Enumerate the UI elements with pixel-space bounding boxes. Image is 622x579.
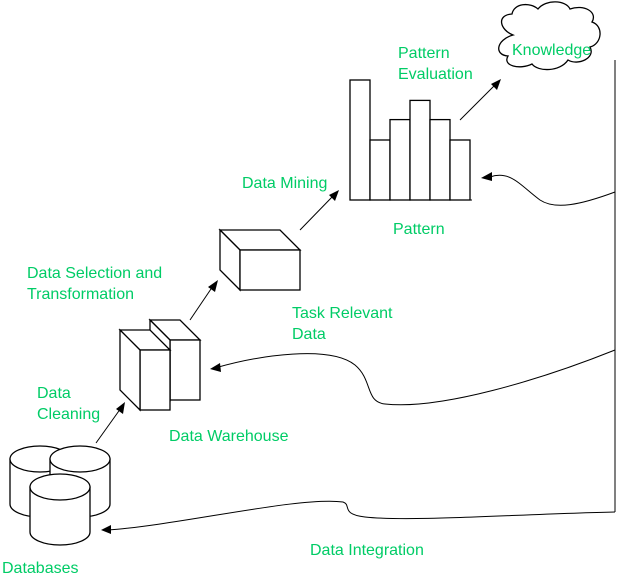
label-data-cleaning-line2: Cleaning	[37, 406, 101, 423]
label-data-selection-line1: Data Selection and	[27, 265, 163, 282]
pattern-bar	[369, 139, 391, 201]
label-data-selection: Data Selection and Transformation	[27, 263, 162, 305]
bar-pattern-icon	[349, 79, 471, 201]
arrow-feedback-pattern	[481, 172, 616, 206]
arrow-data-cleaning	[95, 402, 125, 444]
arrow-feedback-warehouse	[210, 349, 616, 406]
label-data-cleaning-line1: Data	[37, 385, 71, 402]
cube-icon	[218, 228, 302, 292]
label-data-integration: Data Integration	[310, 542, 424, 559]
label-task-relevant-data-line2: Data	[292, 326, 326, 343]
pattern-bar	[389, 118, 411, 201]
pattern-bar	[409, 99, 431, 201]
pattern-bar	[429, 118, 451, 201]
label-knowledge: Knowledge	[512, 42, 592, 59]
label-task-relevant-data-line1: Task Relevant	[292, 305, 393, 322]
arrow-feedback-databases	[101, 500, 616, 534]
label-data-mining: Data Mining	[242, 175, 328, 192]
label-pattern: Pattern	[393, 221, 445, 238]
pattern-bar	[349, 79, 371, 201]
label-pattern-evaluation: Pattern Evaluation	[398, 43, 473, 85]
label-databases: Databases	[2, 560, 79, 577]
label-pattern-evaluation-line2: Evaluation	[398, 66, 473, 83]
cloud-icon	[498, 1, 601, 71]
label-pattern-evaluation-line1: Pattern	[398, 45, 450, 62]
arrow-data-mining	[299, 190, 339, 231]
arrow-data-selection	[189, 280, 218, 321]
database-cylinder-front	[29, 473, 91, 546]
label-task-relevant-data: Task Relevant Data	[292, 303, 393, 345]
label-data-selection-line2: Transformation	[27, 286, 134, 303]
arrow-pattern-evaluation	[459, 79, 501, 121]
pattern-bar	[449, 139, 471, 201]
warehouse-blocks-icon	[118, 318, 202, 412]
label-data-warehouse: Data Warehouse	[169, 428, 289, 445]
database-cylinders-icon	[9, 445, 111, 546]
warehouse-block-front	[118, 328, 172, 412]
label-data-cleaning: Data Cleaning	[37, 383, 100, 425]
